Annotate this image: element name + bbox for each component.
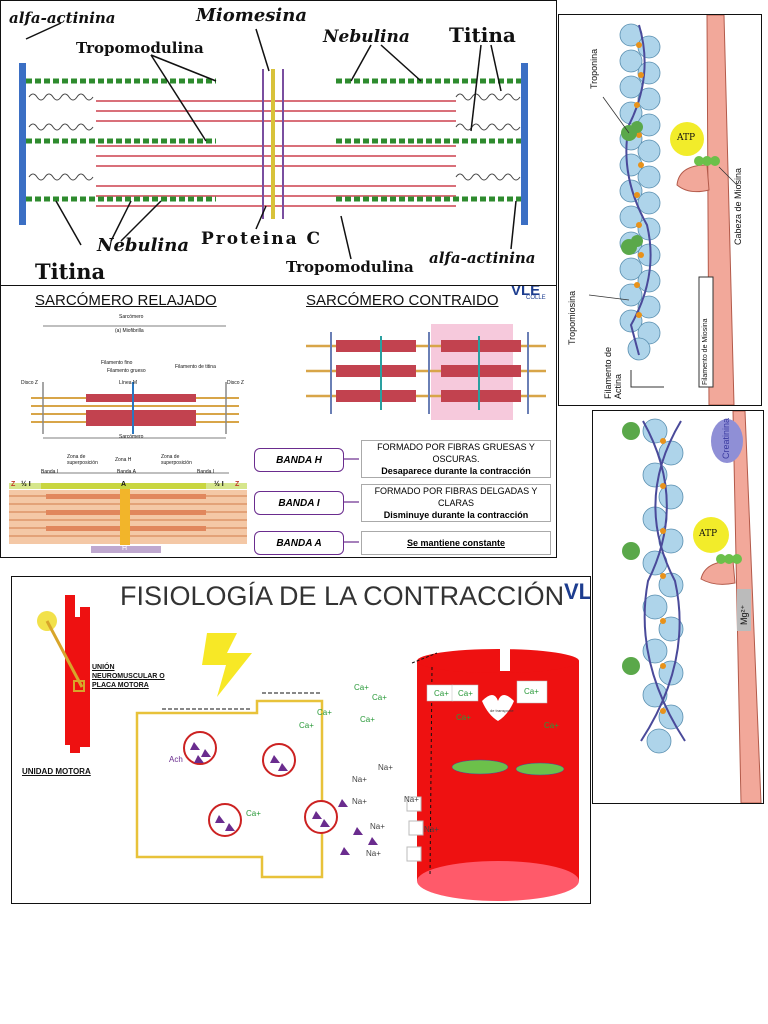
lbl-sarcomero-bottom: Sarcómero <box>119 434 144 440</box>
ion-ca-fiber-2: Ca+ <box>458 689 473 698</box>
brand-logo: VLE <box>511 285 541 299</box>
label-titina-bottom: Titina <box>35 259 106 284</box>
lbl-sarcomero: Sarcómero <box>119 314 144 320</box>
z-disc-right <box>521 63 528 225</box>
physiology-title: FISIOLOGÍA DE LA CONTRACCIÓN <box>120 581 565 611</box>
label-filamento-miosina: Filamento de Miosina <box>702 318 709 385</box>
strip-h: H <box>122 545 128 552</box>
band-a-bold: Se mantiene constante <box>406 538 506 548</box>
label-union-neuromuscular: UNIÓN NEUROMUSCULAR O PLACA MOTORA <box>92 664 165 689</box>
sarcomere-bands-panel: SARCÓMERO RELAJADO SARCÓMERO CONTRAIDO V… <box>0 285 557 558</box>
lbl-disco-z-right: Disco Z <box>227 380 244 386</box>
title-sarcomero-relajado: SARCÓMERO RELAJADO <box>35 292 217 309</box>
lbl-zona-superposicion-right: Zona de superposición <box>161 454 192 466</box>
label-unidad-motora: UNIDAD MOTORA <box>22 767 91 776</box>
band-i-box: BANDA I <box>254 491 344 515</box>
label-miomesina: Miomesina <box>196 5 307 26</box>
band-a-description: Se mantiene constante <box>361 531 551 555</box>
lbl-banda-a: Banda A <box>117 469 136 475</box>
actin-myosin-panel: Troponina Tropomiosina Filamento de Acti… <box>558 14 762 406</box>
band-h-bold: Desaparece durante la contracción <box>381 466 531 476</box>
lbl-filamento-titina: Filamento de titina <box>175 364 216 370</box>
band-i-bold: Disminuye durante la contracción <box>383 510 529 520</box>
band-h-line1: FORMADO POR FIBRAS GRUESAS Y <box>377 442 535 452</box>
label-titina-top: Titina <box>449 23 516 47</box>
label-mg: Mg²⁺ <box>739 604 749 625</box>
label-cabeza-miosina: Cabeza de Miosina <box>733 167 743 245</box>
contraction-physiology-panel: FISIOLOGÍA DE LA CONTRACCIÓN VL <box>11 576 591 904</box>
ion-ca-fiber-4: Ca+ <box>456 713 471 722</box>
strip-z-left: Z <box>11 481 16 488</box>
ion-na-6: Na+ <box>366 849 381 858</box>
ion-na-4: Na+ <box>352 797 367 806</box>
lbl-linea-m: Línea M <box>119 380 138 386</box>
band-i-line1: FORMADO POR FIBRAS DELGADAS Y <box>374 486 538 496</box>
ion-ca-5: Ca+ <box>299 721 314 730</box>
ion-ca-4: Ca+ <box>360 715 375 724</box>
lbl-zona-superposicion-left: Zona de superposición <box>67 454 98 466</box>
label-tropomiosina: Tropomiosina <box>567 290 577 345</box>
label-nebulina-bottom: Nebulina <box>97 235 190 256</box>
ion-ca-fiber-1: Ca+ <box>434 689 449 698</box>
sarcomere-proteins-diagram <box>19 22 528 260</box>
lbl-zona-h: Zona H <box>115 457 132 463</box>
strip-half-i-left: ½ I <box>21 481 31 488</box>
band-i-description: FORMADO POR FIBRAS DELGADAS Y CLARAS Dis… <box>361 484 551 522</box>
lbl-disco-z-left: Disco Z <box>21 380 38 386</box>
strip-a: A <box>121 481 127 488</box>
ion-ca-2: Ca+ <box>372 693 387 702</box>
lbl-filamento-fino: Filamento fino <box>101 360 133 366</box>
label-tropomodulina-top: Tropomodulina <box>76 39 204 57</box>
actin-myosin-diagram <box>588 15 738 405</box>
sarcomere-proteins-panel: alfa-actinina Miomesina Tropomodulina Ne… <box>0 0 557 286</box>
ion-ca-fiber-5: Ca+ <box>544 721 559 730</box>
label-alfa-actinina-top: alfa-actinina <box>9 9 116 27</box>
label-nebulina-top: Nebulina <box>323 27 410 47</box>
lbl-filamento-grueso: Filamento grueso <box>107 368 146 374</box>
ion-ca-fiber-3: Ca+ <box>524 687 539 696</box>
ion-na-7: Na+ <box>424 825 439 834</box>
ion-na-2: Na+ <box>352 775 367 784</box>
sarcomere-bands-diagram <box>9 324 546 553</box>
lbl-banda-i-right: Banda I <box>197 469 215 475</box>
ion-na-1: Na+ <box>378 763 393 772</box>
label-proteina-c: Proteina C <box>201 229 323 249</box>
ion-na-3: Na+ <box>404 795 419 804</box>
ion-na-5: Na+ <box>370 822 385 831</box>
lbl-miofibrilla: (a) Miofibrilla <box>115 328 144 334</box>
ion-ach: Ach <box>169 755 183 764</box>
ion-ca-6: Ca+ <box>246 809 261 818</box>
strip-half-i-right: ½ I <box>214 481 224 488</box>
ion-ca-3: Ca+ <box>317 708 332 717</box>
label-alfa-actinina-bottom: alfa-actinina <box>429 249 536 267</box>
ion-ca-1: Ca+ <box>354 683 369 692</box>
contraction-diagram <box>37 595 579 901</box>
title-sarcomero-contraido: SARCÓMERO CONTRAIDO <box>306 292 499 309</box>
band-h-line2: OSCURAS. <box>432 454 480 464</box>
band-h-description: FORMADO POR FIBRAS GRUESAS Y OSCURAS. De… <box>361 440 551 478</box>
lbl-banda-i-left: Banda I <box>41 469 59 475</box>
label-tropomodulina-bottom: Tropomodulina <box>286 258 414 276</box>
z-disc-left <box>19 63 26 225</box>
heart-label: de transporte <box>490 708 514 713</box>
brand-logo-2: VL <box>564 579 591 604</box>
label-atp: ATP <box>677 133 696 143</box>
mg-panel: Creatinina ATP Mg²⁺ <box>592 410 764 804</box>
label-filamento-actina: Filamento de Actina <box>603 346 623 399</box>
brand-sub: COLLE <box>526 295 546 301</box>
label-atp-2: ATP <box>699 529 718 539</box>
label-creatinina: Creatinina <box>721 417 731 459</box>
label-troponina: Troponina <box>589 48 599 89</box>
band-a-box: BANDA A <box>254 531 344 555</box>
band-i-line2: CLARAS <box>437 498 474 508</box>
strip-z-right: Z <box>235 481 240 488</box>
band-h-box: BANDA H <box>254 448 344 472</box>
mg-diagram <box>622 411 762 803</box>
